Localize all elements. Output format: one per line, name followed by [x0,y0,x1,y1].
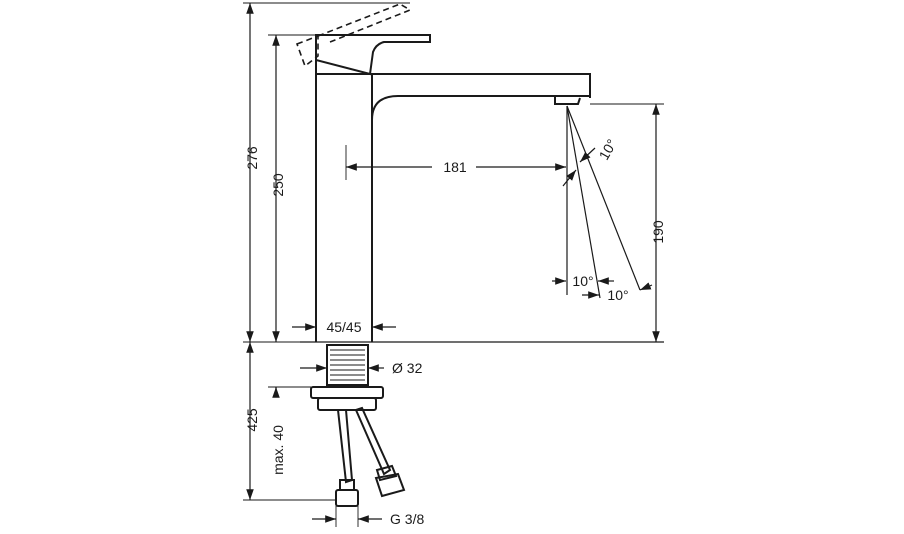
label-base-depth: 425 [244,408,260,432]
label-total-height: 276 [244,146,260,170]
label-angle-top: 10° [595,136,619,162]
faucet-base [300,341,664,507]
dimension-total-height: 276 [243,2,410,343]
label-angle-right: 10° [607,287,628,303]
dimension-spout-height: 250 [268,34,316,342]
dimension-max-counter: max. 40 [268,386,311,475]
label-max-counter: max. 40 [270,425,286,475]
water-jet-angles: 10° 10° 10° [552,105,653,303]
label-diameter: Ø 32 [392,360,423,376]
label-base-size: 45/45 [326,319,361,335]
label-angle-left: 10° [572,273,593,289]
dimension-projection: 181 [345,145,566,180]
dimension-diameter: Ø 32 [300,360,423,376]
dimension-base-depth: 425 [243,342,336,501]
label-thread: G 3/8 [390,511,424,527]
label-outlet-height: 190 [650,220,666,244]
dimension-outlet-height: 190 [590,103,666,342]
label-spout-height: 250 [270,173,286,197]
dimension-base-size: 45/45 [292,319,396,335]
dimension-thread: G 3/8 [312,506,424,527]
label-projection: 181 [443,159,467,175]
faucet-body [295,3,591,342]
